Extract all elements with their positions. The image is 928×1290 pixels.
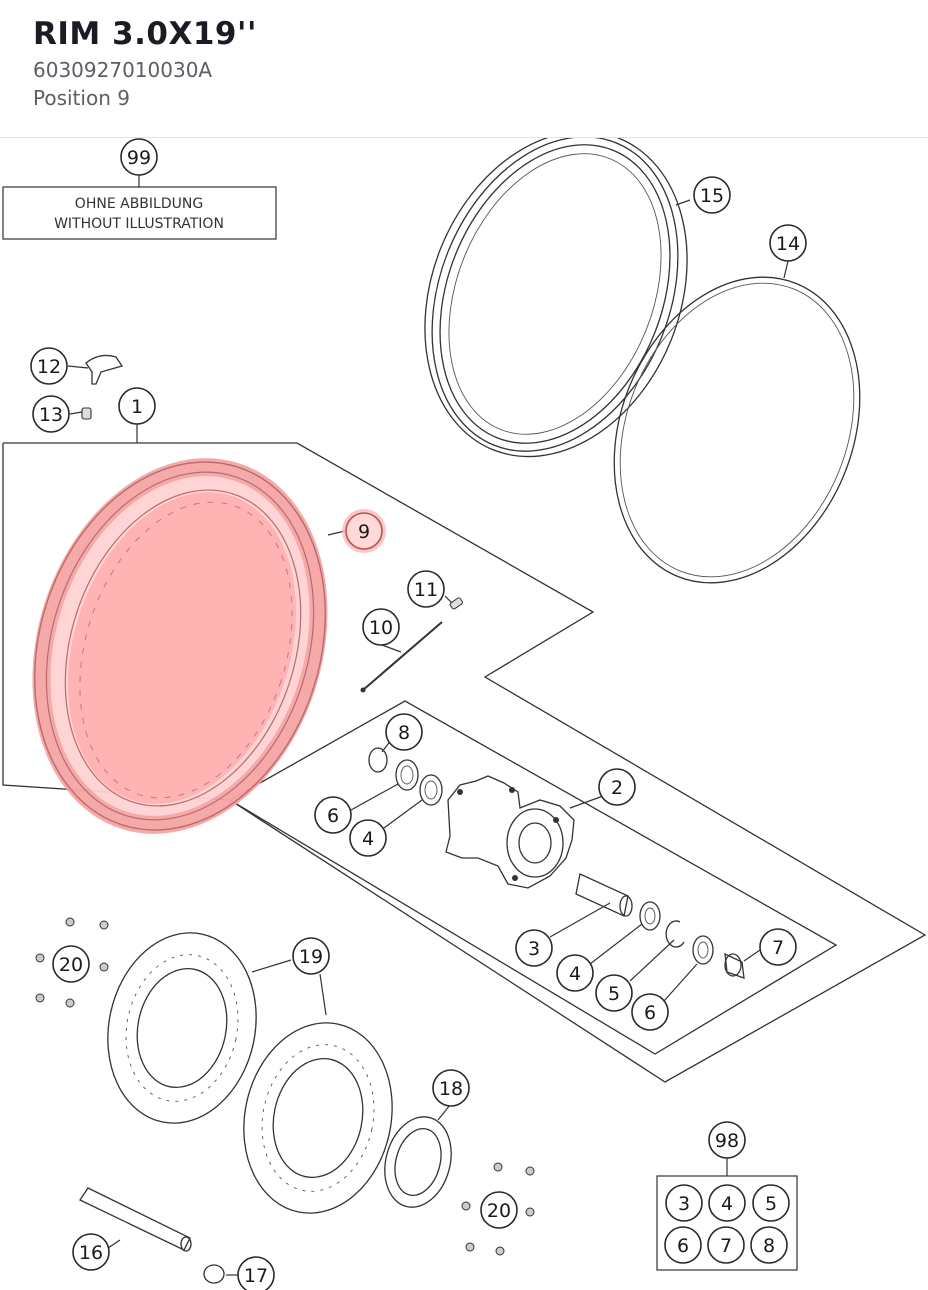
callout-1: 1: [118, 387, 156, 425]
svg-text:2: 2: [611, 777, 623, 799]
abs-sensor-ring: [384, 1116, 452, 1208]
callout-99: 99: [120, 138, 158, 176]
svg-text:12: 12: [37, 356, 61, 378]
svg-text:9: 9: [358, 521, 370, 543]
spacer-3: [575, 873, 633, 917]
circlip-5: [665, 920, 685, 948]
svg-text:14: 14: [776, 233, 800, 255]
kit-item-7: 7: [707, 1226, 745, 1264]
svg-text:3: 3: [528, 938, 540, 960]
svg-text:15: 15: [700, 185, 724, 207]
callout-20-left: 20: [52, 945, 90, 983]
callout-11: 11: [407, 570, 445, 608]
callout-6-right: 6: [631, 993, 669, 1031]
bearing-4-left: [419, 774, 443, 806]
svg-text:11: 11: [414, 579, 438, 601]
callout-13: 13: [32, 395, 70, 433]
note-line-1: OHNE ABBILDUNG: [75, 196, 203, 212]
kit-item-4: 4: [708, 1184, 746, 1222]
brake-disc-right: [243, 1022, 393, 1214]
position-label: Position 9: [33, 86, 130, 110]
tire: [424, 138, 688, 458]
svg-text:1: 1: [131, 396, 143, 418]
svg-text:19: 19: [299, 946, 323, 968]
svg-text:4: 4: [721, 1193, 733, 1215]
callout-3: 3: [515, 929, 553, 967]
callout-12: 12: [30, 347, 68, 385]
disc-screws-right: [461, 1162, 535, 1256]
seal-6-right: [692, 935, 714, 965]
leader-lines: [67, 199, 789, 1276]
spoke: [360, 621, 443, 693]
callout-17: 17: [237, 1256, 275, 1290]
spoke-nipple: [449, 597, 463, 610]
svg-text:7: 7: [720, 1235, 732, 1257]
svg-text:98: 98: [715, 1130, 739, 1152]
svg-text:10: 10: [369, 617, 393, 639]
brake-disc-left: [107, 932, 257, 1124]
svg-text:8: 8: [398, 722, 410, 744]
kit-item-6: 6: [664, 1226, 702, 1264]
part-number: 6030927010030A: [33, 58, 213, 82]
header: RIM 3.0X19'' 6030927010030A Position 9: [0, 0, 928, 138]
svg-text:3: 3: [678, 1193, 690, 1215]
callout-9[interactable]: 9: [342, 509, 386, 553]
kit-item-8: 8: [750, 1226, 788, 1264]
page-title: RIM 3.0X19'': [33, 16, 257, 52]
callout-6-left: 6: [314, 796, 352, 834]
callout-15: 15: [693, 176, 731, 214]
without-illustration-note: OHNE ABBILDUNG WITHOUT ILLUSTRATION: [2, 175, 277, 240]
svg-text:5: 5: [765, 1193, 777, 1215]
callout-7: 7: [759, 928, 797, 966]
svg-text:4: 4: [362, 828, 374, 850]
callout-2: 2: [598, 768, 636, 806]
hub-assembly-outline: [229, 700, 838, 1055]
svg-text:5: 5: [608, 983, 620, 1005]
axle-nut: [203, 1264, 225, 1284]
svg-text:16: 16: [79, 1242, 103, 1264]
callout-5: 5: [595, 974, 633, 1012]
callout-14: 14: [769, 224, 807, 262]
svg-text:99: 99: [127, 147, 151, 169]
callout-16: 16: [72, 1233, 110, 1271]
callout-4-right: 4: [556, 954, 594, 992]
callout-98: 98: [708, 1121, 746, 1159]
svg-text:20: 20: [59, 954, 83, 976]
bushing-8: [368, 747, 388, 773]
svg-text:6: 6: [327, 805, 339, 827]
tire-valve: [85, 354, 124, 385]
svg-text:17: 17: [244, 1265, 268, 1287]
callout-10: 10: [362, 608, 400, 646]
callout-8: 8: [385, 713, 423, 751]
wheel-axle: [79, 1187, 192, 1252]
seal-6-left: [395, 759, 419, 791]
svg-text:7: 7: [772, 937, 784, 959]
kit-item-5: 5: [752, 1184, 790, 1222]
svg-text:13: 13: [39, 404, 63, 426]
bearing-4-right: [639, 901, 661, 931]
svg-text:8: 8: [763, 1235, 775, 1257]
callout-19: 19: [292, 937, 330, 975]
rim-tape: [613, 276, 861, 584]
wheel-hub: [445, 775, 575, 889]
svg-text:20: 20: [487, 1200, 511, 1222]
rim-highlighted: [32, 458, 328, 834]
disc-screws-left: [35, 917, 109, 1008]
svg-text:18: 18: [439, 1078, 463, 1100]
callout-18: 18: [432, 1069, 470, 1107]
note-line-2: WITHOUT ILLUSTRATION: [54, 216, 224, 232]
callout-4-left: 4: [349, 819, 387, 857]
bushing-7: [724, 952, 745, 979]
kit-item-3: 3: [665, 1184, 703, 1222]
valve-cap: [81, 407, 92, 420]
svg-text:4: 4: [569, 963, 581, 985]
callout-20-right: 20: [480, 1191, 518, 1229]
svg-text:6: 6: [677, 1235, 689, 1257]
exploded-parts-diagram: OHNE ABBILDUNG WITHOUT ILLUSTRATION: [2, 138, 927, 1290]
svg-text:6: 6: [644, 1002, 656, 1024]
